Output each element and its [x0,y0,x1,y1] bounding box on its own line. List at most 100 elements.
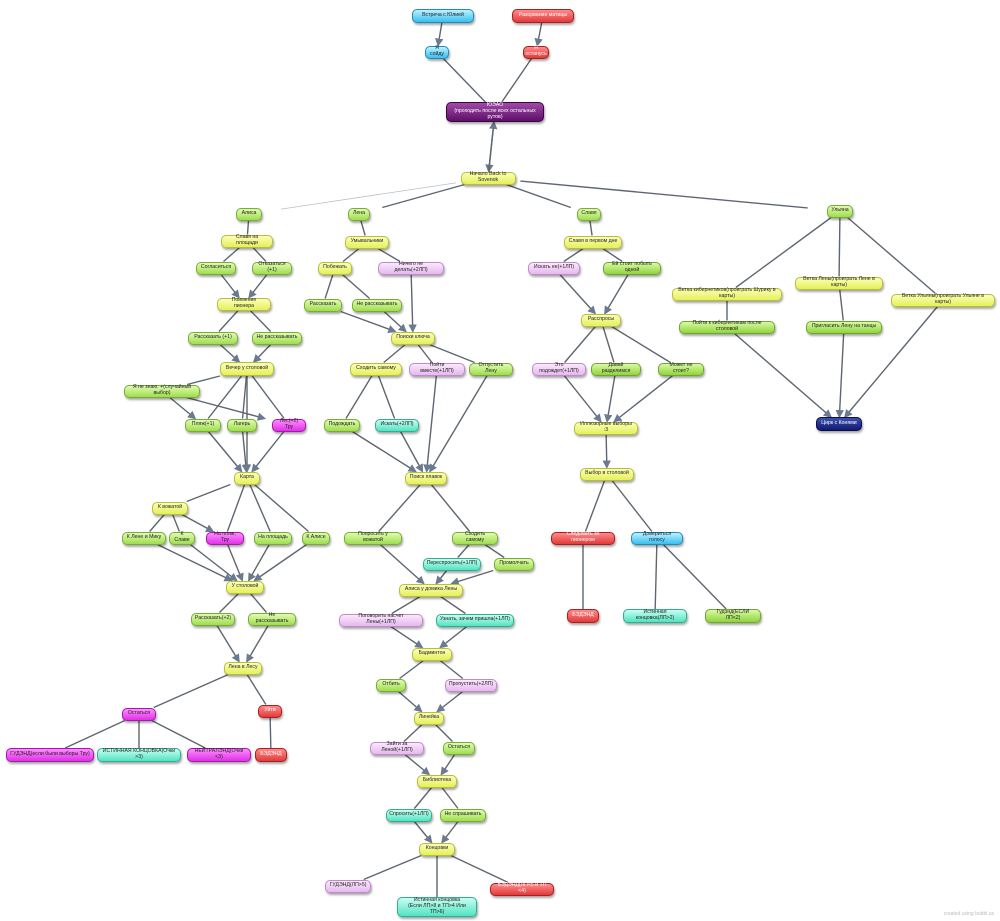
node-slavya-can-wait[interactable]: Это подождет(+1ЛП) [532,362,586,376]
node-alisa-tell2[interactable]: Рассказать(+2) [191,612,235,626]
node-alisa-to-alisa[interactable]: К Алисе [302,531,330,545]
edge-n55-n57 [440,595,466,615]
node-alisa-not-tell[interactable]: Не рассказывать [252,331,302,345]
node-lena-ask[interactable]: Спросить(+1ЛП) [386,808,432,822]
node-alisa-to-square[interactable]: На площадь [254,531,292,545]
node-slavya-follow-pioneer[interactable]: Следовать за пионером [551,531,615,545]
node-uvao[interactable]: ЮЭАО (проходить после всех остальных рут… [446,102,544,122]
node-lena-ask-leader[interactable]: Попросить у вожатой [344,531,402,545]
node-lena-pick-up[interactable]: Зайти за Леной(+1ЛП) [370,741,424,755]
edge-n79-n81 [611,480,653,532]
node-lena-true-end[interactable]: Истинная концовка (Если ЛП>8 и ТП>4 Или … [397,897,477,917]
node-i-stay[interactable]: Я останусь [523,45,549,59]
node-lena-keep-silent[interactable]: Промолчать [494,557,534,571]
node-lena-endings[interactable]: Концовки [419,842,455,856]
node-slavya-bad-end[interactable]: БЭДЭНД [567,609,599,623]
node-alisa-evening[interactable]: Вечер у столовой [220,362,274,376]
node-ulyana[interactable]: Ульяна [827,204,853,218]
node-alisa-beach[interactable]: Пляж(+1) [185,418,221,432]
node-alisa[interactable]: Алиса [236,207,262,221]
node-lena-stay[interactable]: Остаться [443,741,475,755]
node-alisa-slavya-square[interactable]: Славя на площади [221,234,273,248]
node-alisa-canteen[interactable]: У столовой [226,580,264,594]
node-lena-hit-back[interactable]: Отбить [376,678,406,692]
node-lena-not-tell[interactable]: Не рассказывать [352,298,402,312]
node-ulyana-lena-branch[interactable]: Ветка Лены(проиграть Лене в карты) [795,276,883,290]
node-alisa-to-lena-miku[interactable]: К Лене и Мику [122,531,166,545]
node-alisa-agree[interactable]: Согласиться [196,261,236,275]
node-lena-find-why[interactable]: Узнать, зачем пришла(+1ЛП) [436,613,514,627]
node-slavya-split-up[interactable]: Давай разделимся [591,362,641,376]
node-lena-do-nothing[interactable]: Ничего не делать(+2ЛП) [378,261,444,275]
node-lena-wait[interactable]: Подождать [324,418,360,432]
node-lena-talk-about[interactable]: Поговорить насчет Лены(+1ЛП) [339,613,423,627]
node-alisa-camp[interactable]: Лагерь [227,418,257,432]
node-lena-washbasins[interactable]: Умывальники [345,235,389,249]
edge-n28-n29 [253,543,307,582]
node-alisa-not-tell2[interactable]: Не рассказывать [248,612,296,626]
node-meeting-yulia[interactable]: Встреча с Юлией [412,9,474,23]
node-ulyana-go-cyber[interactable]: Пойти к кибернетикам после столовой [679,320,775,334]
node-lena-tell[interactable]: Рассказать [304,298,342,312]
node-lena-go-alone[interactable]: Сходить самому [350,362,402,376]
node-lena-let-go[interactable]: Отпустить Лену [469,362,513,376]
edge-n45-n49 [377,375,396,419]
node-slavya-alone[interactable]: Ей стоит побыть одной [603,261,661,275]
node-lena-not-ask[interactable]: Не спрашивать [440,808,486,822]
node-lena-skip[interactable]: Пропустить(+2ЛП) [445,678,497,692]
node-alisa-to-leader[interactable]: К вожатой [152,501,188,515]
node-alisa-true-end[interactable]: ИСТИННАЯ КОНЦОВКА(Очки >3) [97,748,181,762]
node-lena-go-together[interactable]: Пойти вместе(+1ЛП) [409,362,465,376]
node-lena-badminton[interactable]: Бадминтон [412,647,452,661]
node-matrix-break[interactable]: Разорвание матицы [512,9,574,23]
node-lena-library[interactable]: Библиотека [417,774,457,788]
node-alisa-neutral-end[interactable]: НЕЙТРАЛЭНД(Очки <3) [187,748,251,762]
node-alisa-stay[interactable]: Остаться [122,707,156,721]
node-alisa-refuse[interactable]: Отказаться (+1) [252,261,292,275]
node-lena-good-end[interactable]: ГУДЭНД(ЛП>5) [325,879,371,893]
node-slavya-maybe-not[interactable]: Может не стоит? [658,362,704,376]
node-alisa-tell[interactable]: Рассказать (+1) [188,331,238,345]
node-ulyana-circus[interactable]: Цирк с Конями [816,417,862,431]
node-lena-key-search[interactable]: Поиски ключа [391,331,435,345]
edge-n58-n60 [439,659,464,680]
node-slavya-illusory[interactable]: Иллюзорные выборы :3 [574,421,638,435]
edge-n33-n35 [64,719,126,749]
node-ulyana-invite-lena[interactable]: Пригласить Лену на танцы [806,320,882,334]
node-alisa-lena-forest[interactable]: Лена в Лесу [224,661,262,675]
node-alisa-random[interactable]: Я не знаю. +(случайный выбор) [124,384,200,398]
node-slavya-questions[interactable]: Расспросы [581,313,621,327]
node-slavya-canteen-choice[interactable]: Выбор в столовой [580,467,634,481]
edge-n66-n67 [441,821,459,844]
node-alisa-to-slavya[interactable]: К Славе [169,531,195,545]
node-slavya-first-day[interactable]: Славя в первом дне [564,235,622,249]
node-lena-search[interactable]: Искать(+2ЛП) [375,418,419,432]
node-lena-reask[interactable]: Переспросить(+1ЛП) [423,557,481,571]
node-slavya-true-end[interactable]: Истинная концовка(ЛП>2) [623,609,687,623]
node-alisa-forest[interactable]: Лес(+2) Тру [272,418,306,432]
node-slavya-trust-voice[interactable]: Довериться голосу [631,531,683,545]
node-alisa-map[interactable]: Карта [234,471,260,485]
node-lena-alisa-house[interactable]: Алиса у домика Лены [399,583,463,597]
edge-n31-n32 [246,625,269,663]
node-ulyana-cyber-branch[interactable]: Ветка кибернетиков(проиграть Шурику в ка… [672,287,782,301]
node-lena[interactable]: Лена [348,207,370,221]
node-lena-go-alone2[interactable]: Сходить самому [452,531,498,545]
node-slavya-search[interactable]: Искать ее(+1ЛП) [528,261,580,275]
edge-n44-n47 [429,343,475,364]
node-alisa-to-beach[interactable]: На пляж, Тру [206,531,244,545]
node-ulyana-ulyana-branch[interactable]: Ветка Ульяны(проиграть Ульяне в карты) [891,293,995,307]
node-slavya-good-end[interactable]: Гудэнд(ЕСЛИ ЛП<2) [705,609,761,623]
node-alisa-bad-end[interactable]: БЭДЭНД [255,748,287,762]
node-alisa-good-end[interactable]: ГУДЭНД(если были выборы Тру) [6,748,94,762]
node-alisa-leave[interactable]: Уйти [258,704,282,718]
node-lena-run[interactable]: Побежать [318,261,352,275]
node-lena-bad-end[interactable]: БЭДЭНД(ЛП<5 и ТП <4) [490,882,554,896]
node-lena-lineup[interactable]: Линейка [414,711,444,725]
node-lena-swimsuit-search[interactable]: Поиск плавок [405,471,447,485]
node-alisa-pioneer[interactable]: Поимение пионера [217,297,271,311]
node-i-get-off[interactable]: Я сойду [425,45,449,59]
node-slavya[interactable]: Славя [577,207,601,221]
edge-n10-n86 [838,217,841,277]
node-start[interactable]: Начало Back to Sovenok [460,171,516,185]
